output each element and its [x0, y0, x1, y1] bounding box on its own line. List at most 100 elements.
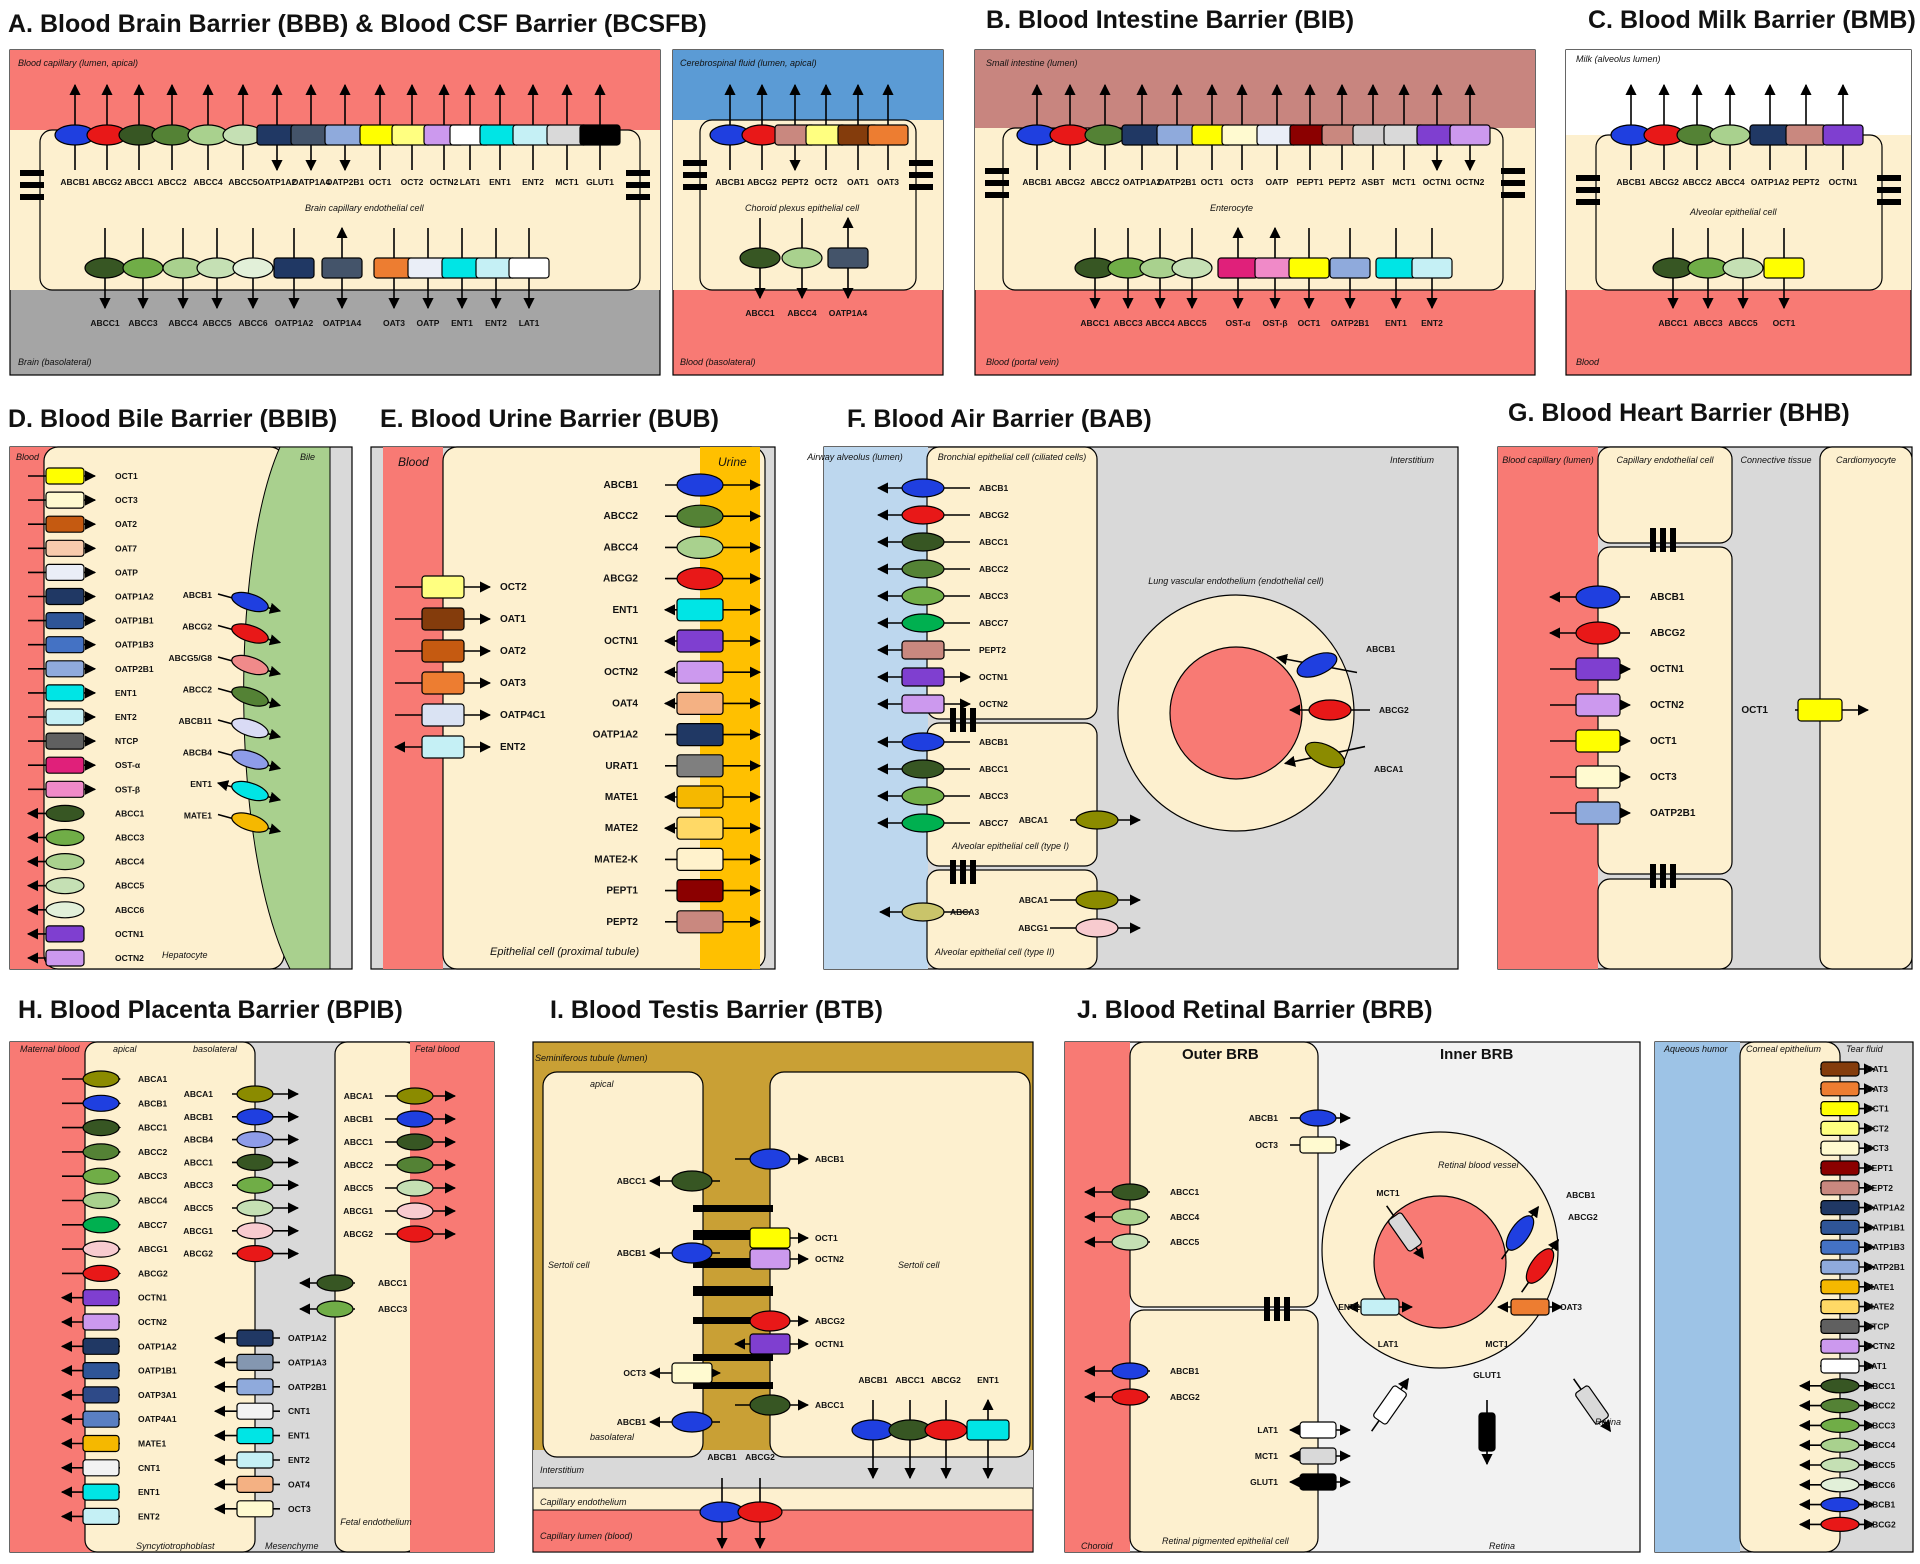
h-fetal-blood-label: Fetal blood — [415, 1044, 461, 1054]
svg-text:ABCG1: ABCG1 — [1018, 923, 1048, 933]
label-abcc2: ABCC2 — [157, 177, 187, 187]
transporter-glut1 — [579, 124, 621, 146]
tight-junction — [985, 192, 1009, 198]
svg-text:ABCC3: ABCC3 — [979, 791, 1009, 801]
transporter-abcc1 — [749, 1394, 791, 1416]
tight-junction — [970, 860, 976, 884]
svg-text:MATE2: MATE2 — [605, 823, 639, 834]
transporter-ent1 — [966, 1419, 1010, 1441]
i-interstitium-label: Interstitium — [540, 1465, 585, 1475]
svg-text:ABCB1: ABCB1 — [1566, 1190, 1596, 1200]
transporter-abcc5 — [396, 1179, 434, 1197]
tight-junction — [1670, 528, 1676, 552]
svg-text:ABCC2: ABCC2 — [344, 1160, 374, 1170]
transporter-shape — [1373, 1385, 1407, 1425]
svg-text:ABCG2: ABCG2 — [1379, 705, 1409, 715]
label-abcc5: ABCC5 — [202, 318, 232, 328]
transporter-abcc3 — [45, 828, 85, 847]
g-blood-label: Blood capillary (lumen) — [1502, 455, 1594, 465]
transporter-abcc1 — [84, 257, 126, 279]
tight-junction — [1877, 199, 1901, 205]
tight-junction — [909, 160, 933, 166]
transporters — [20, 83, 1901, 1550]
transporter-oatp1a2 — [1121, 124, 1163, 146]
svg-text:OATP1A2: OATP1A2 — [138, 1341, 177, 1351]
svg-text:OAT2: OAT2 — [500, 646, 526, 657]
transporter-abcc2 — [901, 559, 945, 579]
transporter-abcc1 — [1820, 1378, 1860, 1394]
svg-text:OATP1B3: OATP1B3 — [115, 640, 154, 650]
transporter-abcg5-g8 — [231, 654, 269, 676]
svg-text:OATP4C1: OATP4C1 — [500, 710, 546, 721]
svg-text:LAT1: LAT1 — [1257, 1425, 1278, 1435]
svg-text:OCT3: OCT3 — [1255, 1140, 1278, 1150]
transporter-oct3 — [45, 491, 85, 509]
c-alveolar-label: Alveolar epithelial cell — [1689, 207, 1778, 217]
g-connective-label: Connective tissue — [1740, 455, 1811, 465]
c-milk-label: Milk (alveolus lumen) — [1576, 54, 1661, 64]
transporter-abca1 — [1075, 890, 1119, 910]
svg-text:ABCG1: ABCG1 — [343, 1206, 373, 1216]
panel-h-fetal-blood — [410, 1042, 494, 1552]
panel-a-title: A. Blood Brain Barrier (BBB) & Blood CSF… — [8, 10, 707, 38]
svg-text:ABCG2: ABCG2 — [1170, 1392, 1200, 1402]
svg-text:ABCC1: ABCC1 — [1170, 1187, 1200, 1197]
transporter-abcc1 — [45, 804, 85, 823]
label-ent1: ENT1 — [451, 318, 473, 328]
label-ost: OST-α — [1225, 318, 1251, 328]
label-oct3: OCT3 — [1231, 177, 1254, 187]
transporter-abca1 — [236, 1085, 274, 1103]
svg-text:ABCC7: ABCC7 — [979, 618, 1009, 628]
transporter-oatp — [45, 563, 85, 582]
tight-junction — [1576, 199, 1600, 205]
svg-text:ABCC1: ABCC1 — [617, 1176, 647, 1186]
svg-text:OATP1A2: OATP1A2 — [288, 1333, 327, 1343]
svg-text:OCT1: OCT1 — [1741, 705, 1768, 716]
label-abcc3: ABCC3 — [1693, 318, 1723, 328]
transporter-shape — [1525, 1248, 1555, 1284]
svg-text:ABCC5: ABCC5 — [184, 1203, 214, 1213]
tight-junction — [1284, 1297, 1290, 1321]
g-endo-label: Capillary endothelial cell — [1616, 455, 1714, 465]
transporter-glut1 — [1299, 1473, 1337, 1491]
transporter-oct3 — [1575, 765, 1621, 789]
svg-text:OCTN2: OCTN2 — [979, 699, 1008, 709]
label-oct1: OCT1 — [1773, 318, 1796, 328]
svg-text:OST-β: OST-β — [115, 784, 140, 794]
transporter-abcg1 — [396, 1202, 434, 1220]
transporter-oat4 — [676, 691, 724, 716]
svg-text:ABCC4: ABCC4 — [1170, 1212, 1200, 1222]
label-oct1: OCT1 — [369, 177, 392, 187]
transporter-abca1 — [1304, 741, 1346, 769]
transporter-abcb1 — [1299, 1109, 1337, 1127]
transporter-abcc1 — [901, 532, 945, 552]
label-abcc1: ABCC1 — [124, 177, 154, 187]
tight-junction — [970, 708, 976, 732]
svg-text:ABCC5: ABCC5 — [115, 881, 145, 891]
transporter-abcc4 — [82, 1191, 120, 1210]
svg-text:ABCG2: ABCG2 — [1568, 1212, 1598, 1222]
transporter-abca1 — [82, 1070, 120, 1088]
h-fetal-endo-label: Fetal endothelium — [340, 1517, 412, 1527]
transporter-abcb1 — [82, 1094, 120, 1112]
transporter-abcg2 — [901, 505, 945, 525]
transporter-lat1 — [1299, 1421, 1337, 1439]
transporter-shape — [1478, 1412, 1496, 1452]
transporter-ost — [1217, 257, 1259, 279]
label-oatp1a2: OATP1A2 — [1751, 177, 1790, 187]
transporter-oatp1b1 — [82, 1361, 120, 1380]
label-oatp: OATP — [1266, 177, 1289, 187]
tight-junction — [20, 170, 44, 176]
svg-text:OCT3: OCT3 — [623, 1368, 646, 1378]
panel-f-vessel-lumen — [1169, 646, 1303, 780]
svg-text:ABCB1: ABCB1 — [707, 1452, 737, 1462]
transporter-abcb1 — [1820, 1496, 1860, 1513]
svg-text:ABCA1: ABCA1 — [1374, 764, 1404, 774]
label-oatp1a2: OATP1A2 — [1123, 177, 1162, 187]
transporter-oct1 — [1820, 1100, 1860, 1117]
label-oat1: OAT1 — [847, 177, 869, 187]
transporter-pept1 — [1820, 1160, 1860, 1176]
transporter-abcc2 — [82, 1143, 120, 1161]
tight-junction — [1501, 180, 1525, 186]
a-blood-capillary-label: Blood capillary (lumen, apical) — [18, 58, 138, 68]
